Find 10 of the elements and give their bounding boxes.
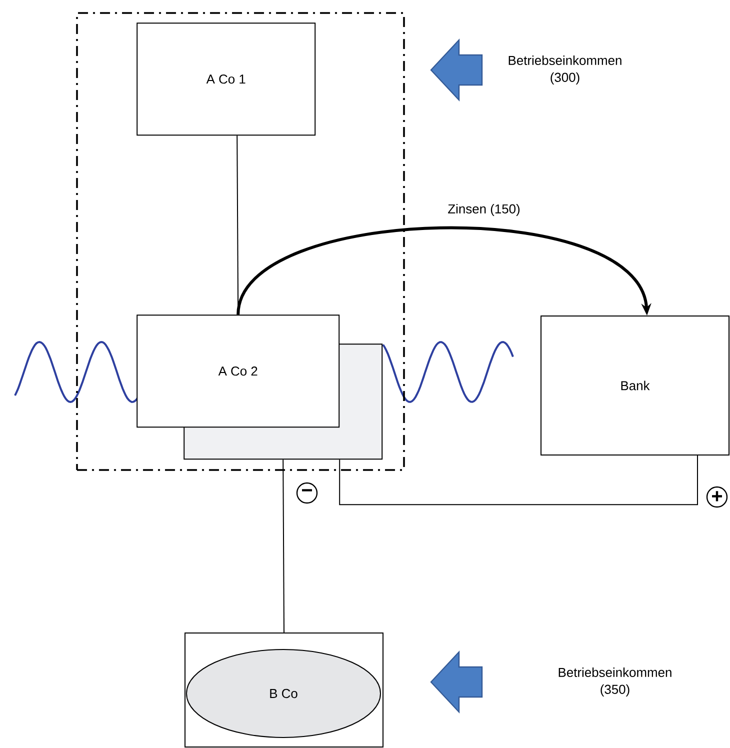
income-label: Betriebseinkommen (350) <box>558 668 672 696</box>
box: A Co 2 <box>136 314 340 428</box>
connector <box>236 226 652 316</box>
group-frame <box>76 12 405 471</box>
connector <box>282 459 284 633</box>
connector <box>339 455 698 506</box>
income-label: Betriebseinkommen (300) <box>508 56 622 85</box>
edge-label: Zinsen (150) <box>446 202 522 218</box>
box: A Co 1 <box>136 22 316 136</box>
box: Bank <box>540 316 730 456</box>
